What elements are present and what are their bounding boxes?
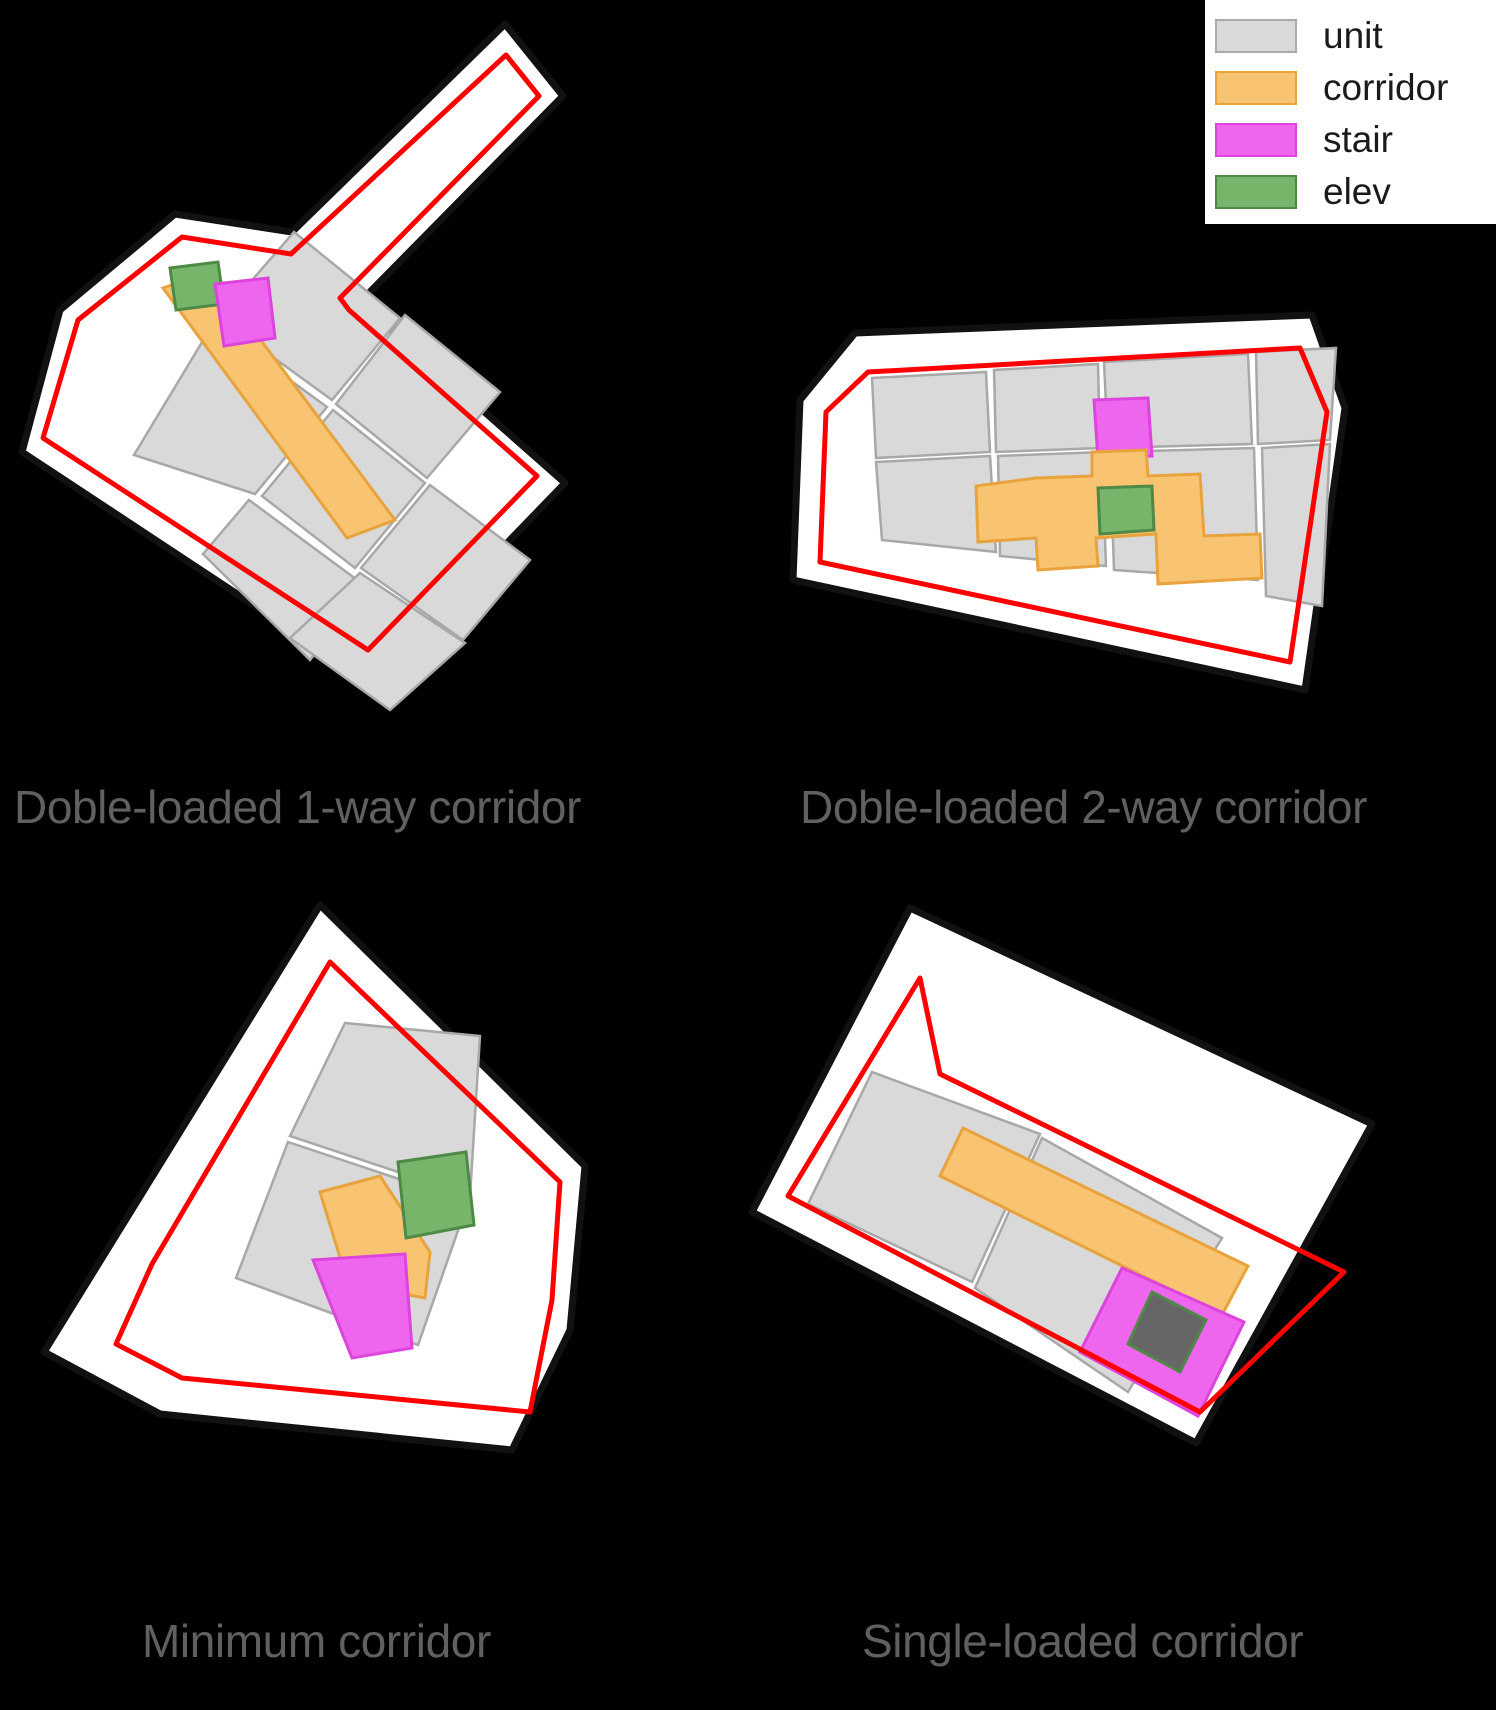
plan-panel-doble-loaded-2-way — [740, 0, 1496, 780]
stair-room — [310, 1252, 414, 1360]
legend-label-stair: stair — [1323, 119, 1393, 160]
setback-line — [817, 345, 1330, 665]
unit-room — [1260, 442, 1332, 608]
legend-label-unit: unit — [1323, 15, 1383, 56]
plan-caption-single-loaded-corridor: Single-loaded corridor — [862, 1615, 1304, 1667]
unit-room — [1254, 346, 1338, 446]
plan-panel-minimum-corridor — [0, 860, 700, 1640]
plan-caption-doble-loaded-1-way: Doble-loaded 1-way corridor — [14, 781, 582, 833]
legend-item-stair: stair — [1205, 114, 1496, 166]
floorplan-svg-single-loaded-corridor — [748, 904, 1376, 1447]
unit-room — [874, 454, 998, 554]
plan-caption-minimum-corridor: Minimum corridor — [142, 1615, 491, 1667]
plan-panel-doble-loaded-1-way — [0, 0, 700, 780]
setback-line — [40, 52, 542, 653]
legend-label-corridor: corridor — [1323, 67, 1449, 108]
unit-room — [359, 483, 532, 642]
unit-room — [870, 370, 992, 460]
unit-room — [992, 362, 1102, 454]
legend-item-corridor: corridor — [1205, 62, 1496, 114]
legend-swatch-stair — [1215, 123, 1297, 157]
legend-swatch-elev — [1215, 175, 1297, 209]
legend-panel: unit corridor stair elev — [1205, 0, 1496, 224]
legend-item-unit: unit — [1205, 10, 1496, 62]
unit-room — [806, 1070, 1042, 1284]
legend-swatch-unit — [1215, 19, 1297, 53]
plan-panel-single-loaded-corridor — [740, 860, 1496, 1640]
floorplan-svg-doble-loaded-2-way — [789, 311, 1349, 694]
elev-room — [1096, 484, 1156, 536]
floorplan-svg-doble-loaded-1-way — [18, 20, 569, 712]
setback-line — [785, 975, 1347, 1415]
legend-swatch-corridor — [1215, 71, 1297, 105]
stair-room — [1092, 396, 1154, 462]
legend-item-elev: elev — [1205, 166, 1496, 218]
elev-room — [396, 1150, 476, 1240]
floorplan-svg-minimum-corridor — [40, 901, 589, 1454]
plan-caption-doble-loaded-2-way: Doble-loaded 2-way corridor — [800, 781, 1368, 833]
setback-line — [113, 959, 563, 1415]
legend-label-elev: elev — [1323, 171, 1391, 212]
unit-room — [334, 313, 502, 480]
stair-room — [213, 276, 277, 348]
elev-room — [1126, 1289, 1209, 1375]
